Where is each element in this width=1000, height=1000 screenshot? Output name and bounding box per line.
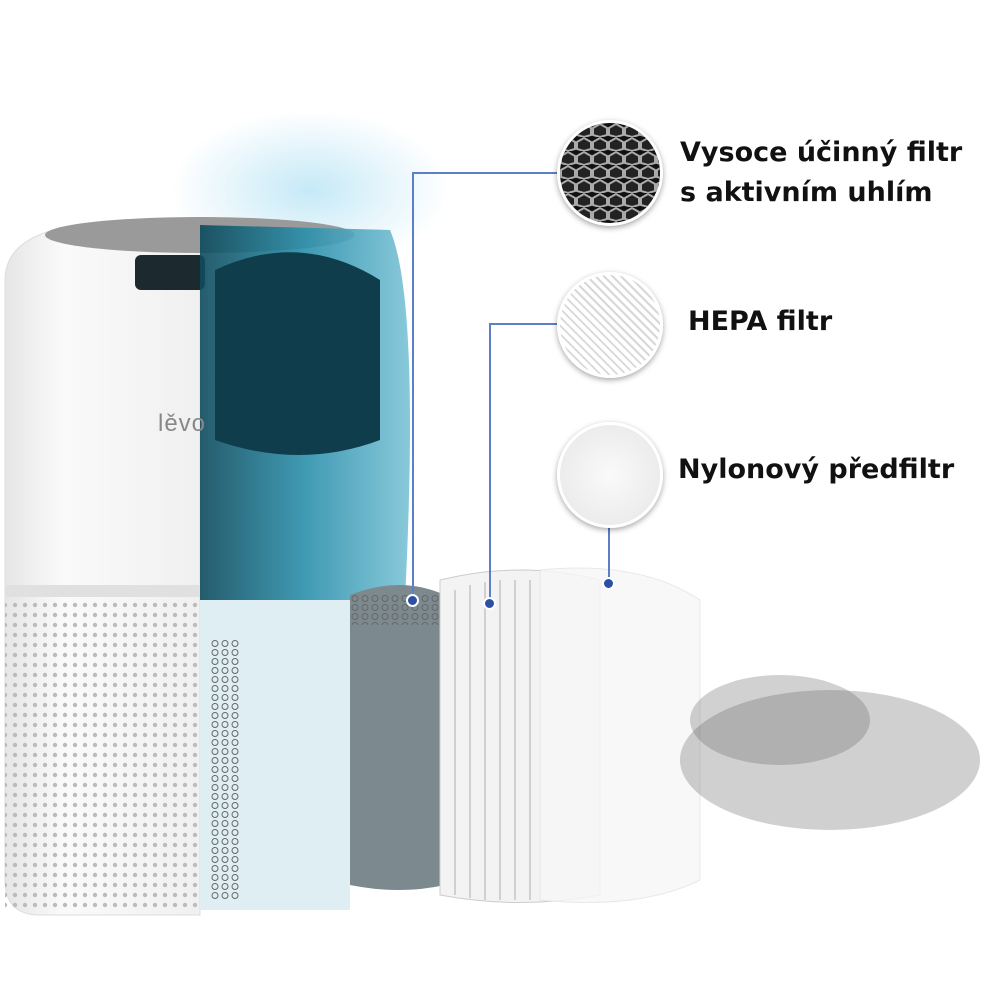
dust-cloud bbox=[680, 675, 980, 830]
connector-line-carbon-h bbox=[412, 172, 557, 174]
nylon-prefilter-icon bbox=[557, 422, 663, 528]
callout-hepa-label: HEPA filtr bbox=[688, 306, 833, 337]
connector-line-nylon bbox=[608, 525, 610, 583]
nylon-prefilter-cylinder bbox=[539, 567, 701, 903]
hepa-filter-icon bbox=[557, 272, 663, 378]
carbon-filter-cylinder bbox=[350, 585, 445, 890]
callout-carbon-line2: s aktivním uhlím bbox=[680, 177, 933, 208]
marker-dot-nylon bbox=[602, 577, 615, 590]
purifier-housing bbox=[4, 217, 355, 916]
brand-logo: lěvo bbox=[158, 410, 207, 437]
carbon-filter-icon bbox=[557, 120, 663, 226]
callout-carbon-label: Vysoce účinný filtr s aktivním uhlím bbox=[680, 133, 962, 213]
cutaway-interior bbox=[200, 225, 410, 910]
connector-line-hepa bbox=[489, 323, 491, 603]
callout-nylon-label: Nylonový předfiltr bbox=[678, 454, 955, 485]
connector-line-carbon bbox=[412, 172, 414, 600]
marker-dot-carbon bbox=[406, 594, 419, 607]
marker-dot-hepa bbox=[483, 597, 496, 610]
callout-carbon-line1: Vysoce účinný filtr bbox=[680, 137, 963, 168]
connector-line-hepa-h bbox=[489, 323, 557, 325]
